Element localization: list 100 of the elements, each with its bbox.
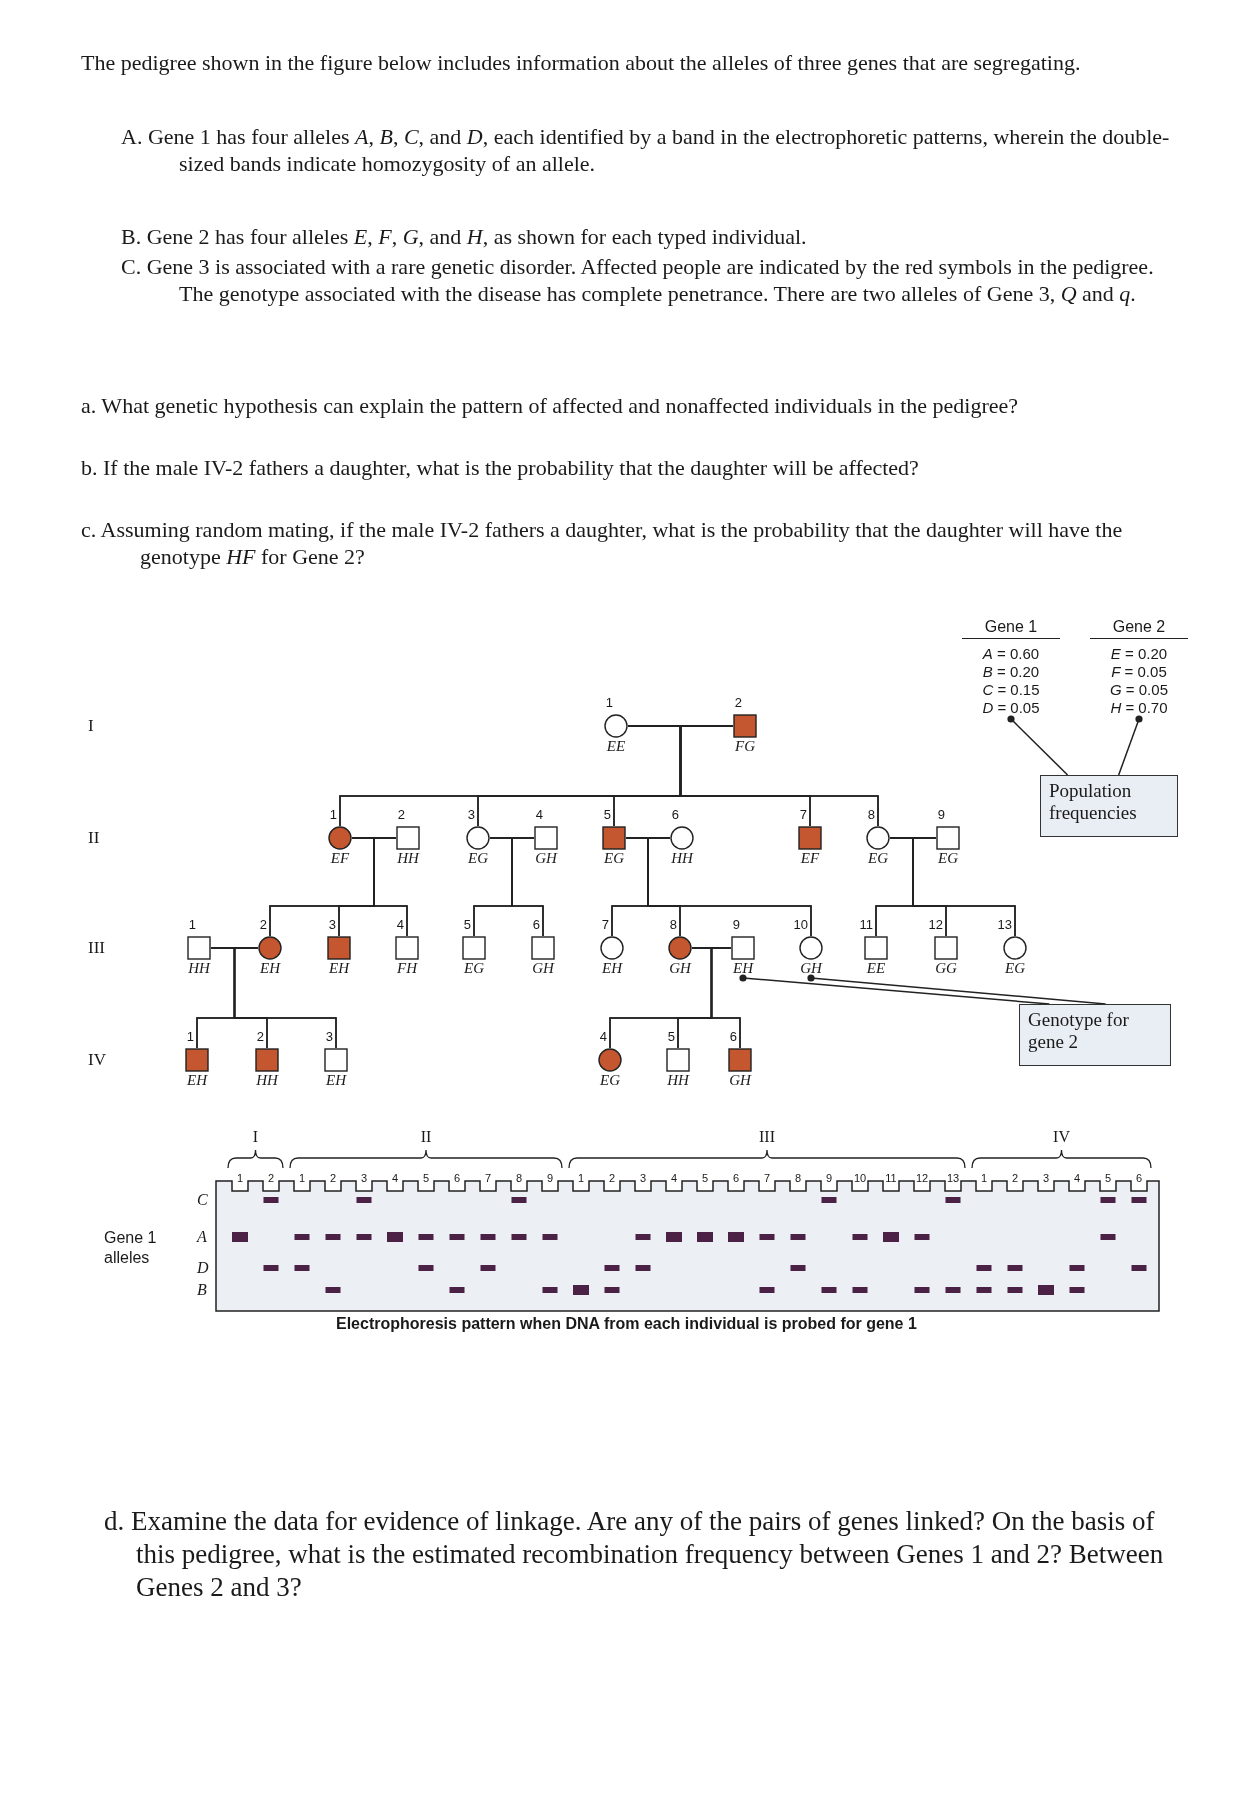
genotype-label: FH xyxy=(396,960,419,976)
lane-number: 6 xyxy=(731,1172,741,1184)
descent-line xyxy=(710,947,741,1049)
genotype-label: EH xyxy=(601,960,624,976)
allele-label: B xyxy=(197,1282,207,1298)
lane-number: 7 xyxy=(762,1172,772,1184)
individual-number: 6 xyxy=(671,808,679,822)
genotype-label: EG xyxy=(937,850,959,866)
allele-label: C xyxy=(197,1192,208,1208)
genotype-label: GH xyxy=(728,1072,752,1088)
list-item: B. Gene 2 has four alleles E, F, G, and H, as shown for each typed individual. xyxy=(121,224,808,251)
genotype-label: HH xyxy=(670,850,694,866)
genotype-label: HH xyxy=(187,960,211,976)
frequency-value: H = 0.70 xyxy=(1109,699,1169,717)
lane-number: 2 xyxy=(607,1172,617,1184)
genotype-label: EH xyxy=(328,960,351,976)
lane-number: 7 xyxy=(483,1172,493,1184)
figure-caption: Electrophoresis pattern when DNA from each individual is probed for gene 1 xyxy=(336,1315,917,1333)
genotype-label: HH xyxy=(255,1072,279,1088)
lane-number: 9 xyxy=(824,1172,834,1184)
generation-label: I xyxy=(251,1129,260,1145)
lane-number: 4 xyxy=(390,1172,400,1184)
individual-number: 5 xyxy=(667,1030,675,1044)
descent-line xyxy=(912,837,1016,937)
individual-number: 3 xyxy=(325,1030,333,1044)
genotype-label: GH xyxy=(799,960,823,976)
leader-line xyxy=(807,974,1107,1005)
list-item: C. Gene 3 is associated with a rare genetic disorder. Affected people are indicated by the red symbols in the pedigree. The genotype associated with the disease has complete penetrance. There are two alleles of Gene 3, Q and q. xyxy=(121,254,1155,308)
leader-line xyxy=(1007,715,1069,776)
leader-line xyxy=(1117,715,1143,776)
lane-number: 1 xyxy=(235,1172,245,1184)
genotype-label: EG xyxy=(1004,960,1026,976)
genotype-label: EH xyxy=(732,960,755,976)
individual-number: 2 xyxy=(734,696,742,710)
genotype-label: EE xyxy=(605,738,627,754)
lane-number: 2 xyxy=(328,1172,338,1184)
lane-number: 3 xyxy=(359,1172,369,1184)
lane-number: 8 xyxy=(514,1172,524,1184)
genotype-label: GH xyxy=(534,850,558,866)
frequency-value: D = 0.05 xyxy=(981,699,1041,717)
descent-line xyxy=(511,837,544,937)
genotype-label: GG xyxy=(934,960,958,976)
individual-number: 4 xyxy=(599,1030,607,1044)
individual-number: 5 xyxy=(603,808,611,822)
lane-number: 6 xyxy=(1134,1172,1144,1184)
lane-number: 8 xyxy=(793,1172,803,1184)
lane-number: 1 xyxy=(297,1172,307,1184)
genotype-label: EF xyxy=(329,850,351,866)
lane-number: 12 xyxy=(914,1172,930,1184)
individual-number: 8 xyxy=(867,808,875,822)
individual-number: 6 xyxy=(532,918,540,932)
list-item: A. Gene 1 has four alleles A, B, C, and D, each identified by a band in the electrophoretic patterns, wherein the double-sized bands indicate homozygosity of an allele. xyxy=(121,124,1171,178)
lane-number: 5 xyxy=(421,1172,431,1184)
genotype-label: HH xyxy=(396,850,420,866)
genotype-label: EH xyxy=(259,960,282,976)
individual-number: 1 xyxy=(188,918,196,932)
individual-number: 1 xyxy=(186,1030,194,1044)
individual-number: 6 xyxy=(729,1030,737,1044)
genotype-label: EE xyxy=(865,960,887,976)
generation-label: IV xyxy=(1052,1129,1071,1145)
genotype-label: EG xyxy=(467,850,489,866)
allele-label: D xyxy=(197,1260,209,1276)
individual-number: 7 xyxy=(601,918,609,932)
axis-title: Gene 1 alleles xyxy=(104,1228,158,1268)
frequency-value: E = 0.20 xyxy=(1109,645,1169,663)
callout-text: Genotype for gene 2 xyxy=(1028,1009,1129,1052)
individual-number: 2 xyxy=(259,918,267,932)
question-text: d. Examine the data for evidence of linkage. Are any of the pairs of genes linked? On the basis of this pedigree, what is the estimated recombination frequency between Genes 1 and 2? Between Genes 2 and 3? xyxy=(104,1505,1165,1604)
genotype-label: EH xyxy=(325,1072,348,1088)
lane-number: 6 xyxy=(452,1172,462,1184)
individual-number: 1 xyxy=(605,696,613,710)
generation-label: IV xyxy=(88,1050,106,1070)
callout-box xyxy=(1019,1004,1171,1066)
descent-line xyxy=(373,837,408,937)
generation-label: II xyxy=(419,1129,433,1145)
lane-number: 1 xyxy=(576,1172,586,1184)
generation-label: III xyxy=(758,1129,776,1145)
genotype-label: EF xyxy=(799,850,821,866)
individual-number: 9 xyxy=(732,918,740,932)
genotype-label: EG xyxy=(603,850,625,866)
lane-number: 2 xyxy=(1010,1172,1020,1184)
lane-number: 1 xyxy=(979,1172,989,1184)
genotype-label: FG xyxy=(734,738,756,754)
lane-number: 5 xyxy=(1103,1172,1113,1184)
individual-number: 7 xyxy=(799,808,807,822)
generation-label: III xyxy=(88,938,105,958)
individual-number: 2 xyxy=(397,808,405,822)
individual-number: 4 xyxy=(396,918,404,932)
lane-number: 4 xyxy=(669,1172,679,1184)
genotype-label: EG xyxy=(463,960,485,976)
callout-box xyxy=(1040,775,1178,837)
genotype-label: GH xyxy=(531,960,555,976)
lane-number: 10 xyxy=(852,1172,868,1184)
individual-number: 1 xyxy=(329,808,337,822)
lane-number: 4 xyxy=(1072,1172,1082,1184)
leader-line xyxy=(739,974,1051,1005)
individual-number: 5 xyxy=(463,918,471,932)
genotype-label: EG xyxy=(867,850,889,866)
question-text: b. If the male IV-2 fathers a daughter, what is the probability that the daughter will be affected? xyxy=(81,455,920,482)
lane-number: 3 xyxy=(638,1172,648,1184)
